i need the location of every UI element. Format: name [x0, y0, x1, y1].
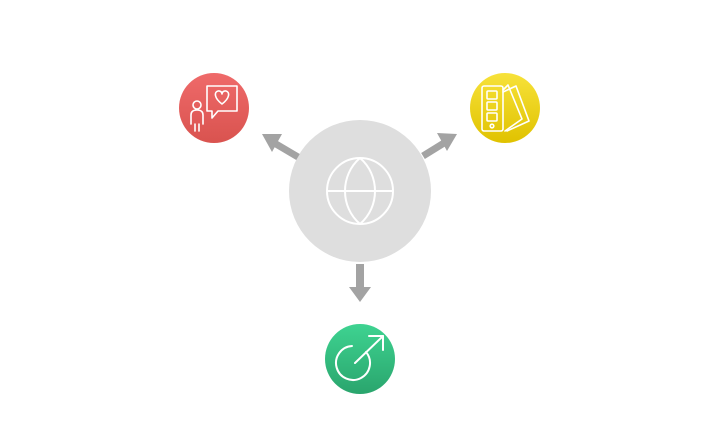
node-growth [325, 324, 395, 394]
center-hub [289, 120, 431, 262]
node-customer-circle [179, 73, 249, 143]
connector-arrow-left [262, 134, 300, 161]
node-customer [179, 73, 249, 143]
connector-arrow-right [421, 133, 457, 159]
color-swatch-palette-icon [481, 84, 530, 132]
connector-arrow-bottom [349, 264, 371, 302]
arrow-out-of-circle-icon [335, 335, 384, 381]
person-speech-heart-icon [190, 85, 238, 132]
node-palette-circle [470, 73, 540, 143]
node-palette [470, 73, 540, 143]
globe-icon [326, 157, 394, 225]
